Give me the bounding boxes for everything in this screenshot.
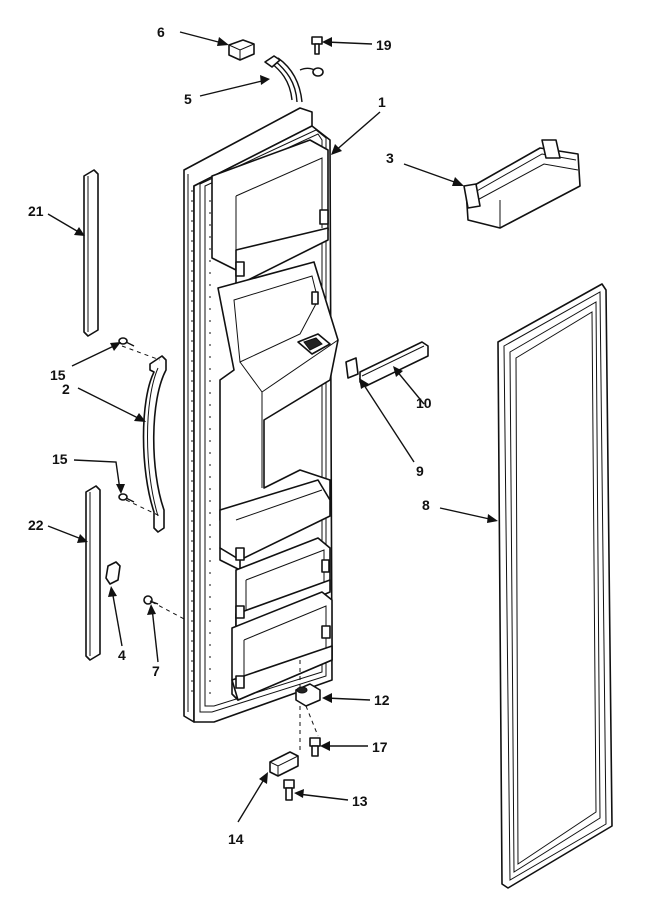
callout-2: 2 bbox=[62, 381, 70, 397]
callout-13: 13 bbox=[352, 793, 368, 809]
callout-6: 6 bbox=[157, 24, 165, 40]
part-2-door-handle[interactable] bbox=[142, 355, 167, 533]
callout-4: 4 bbox=[118, 647, 126, 663]
callout-22: 22 bbox=[28, 517, 44, 533]
callout-5: 5 bbox=[184, 91, 192, 107]
part-17-screw[interactable] bbox=[309, 737, 321, 757]
callout-9: 9 bbox=[416, 463, 424, 479]
part-1-door-assembly[interactable] bbox=[183, 107, 339, 723]
part-22-trim-strip[interactable] bbox=[85, 485, 101, 661]
callout-15a: 15 bbox=[50, 367, 66, 383]
part-12-hinge-bushing[interactable] bbox=[295, 683, 321, 707]
part-3-door-bin[interactable] bbox=[463, 139, 581, 229]
part-14-hinge-block[interactable] bbox=[269, 751, 299, 777]
part-4-clip[interactable] bbox=[105, 561, 121, 585]
callout-19: 19 bbox=[376, 37, 392, 53]
part-6-connector[interactable] bbox=[228, 39, 255, 61]
part-19-screw[interactable] bbox=[311, 36, 323, 55]
part-10-actuator-bar[interactable] bbox=[359, 341, 429, 387]
part-9-bracket[interactable] bbox=[345, 357, 359, 379]
part-13-screw[interactable] bbox=[283, 779, 295, 801]
callout-3: 3 bbox=[386, 150, 394, 166]
callout-10: 10 bbox=[416, 395, 432, 411]
callout-17: 17 bbox=[372, 739, 388, 755]
callout-8: 8 bbox=[422, 497, 430, 513]
part-15-screw-upper[interactable] bbox=[118, 337, 135, 347]
part-21-trim-strip[interactable] bbox=[83, 169, 99, 337]
callout-15b: 15 bbox=[52, 451, 68, 467]
part-5-wire-harness[interactable] bbox=[264, 55, 324, 103]
leader-lines bbox=[47, 31, 498, 823]
callout-14: 14 bbox=[228, 831, 244, 847]
callout-labels: 6 19 5 1 3 21 15 2 15 22 4 7 10 9 8 12 1… bbox=[28, 24, 432, 847]
part-8-door-gasket[interactable] bbox=[497, 283, 613, 889]
part-15-screw-lower[interactable] bbox=[118, 493, 135, 503]
callout-7: 7 bbox=[152, 663, 160, 679]
assembly-lines bbox=[121, 345, 319, 752]
callout-12: 12 bbox=[374, 692, 390, 708]
callout-1: 1 bbox=[378, 94, 386, 110]
callout-21: 21 bbox=[28, 203, 44, 219]
part-7-screw[interactable] bbox=[143, 595, 159, 605]
